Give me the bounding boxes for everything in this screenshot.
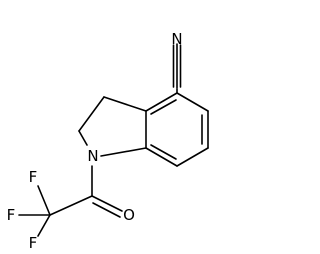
molecule-structure: N N O F F F (7, 30, 209, 252)
bond-carbonyl-cf3 (49, 195, 93, 216)
carbonyl-double-bond-outer (91, 195, 123, 212)
benzene-bond-c3a-c4-inner (150, 99, 177, 115)
atom-label-carbonyl-o: O (123, 206, 135, 224)
benzene-bond-c3a-c4 (145, 92, 178, 112)
atom-label-f-top: F (29, 168, 38, 186)
ring-bond-c3a-c3 (103, 96, 147, 112)
benzene-bond-c6-c7 (176, 147, 209, 167)
atom-label-f-bottom: F (29, 234, 38, 252)
atom-label-ring-n: N (87, 147, 98, 165)
atom-label-f-left: F (7, 206, 16, 224)
bond-cf3-f-top (37, 185, 51, 216)
ring-bond-n1-c7a (100, 147, 147, 157)
bond-cf3-f-bottom (37, 214, 51, 237)
atom-label-nitrile-n: N (171, 30, 182, 48)
ring-bond-c2-n1 (78, 130, 88, 146)
benzene-bond-c4-c5 (176, 92, 209, 112)
benzene-bond-c7-c7a-inner (150, 144, 177, 160)
benzene-bond-c7-c7a (145, 147, 178, 167)
carbonyl-double-bond-inner (92, 202, 121, 218)
ring-bond-c3-c2 (78, 96, 105, 132)
